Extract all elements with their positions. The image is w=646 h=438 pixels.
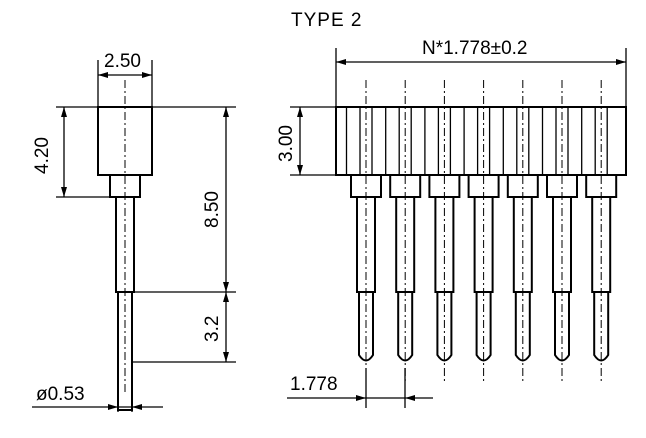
side-view: 2.50 4.20 8.50 3.2 ø0.53: [32, 51, 236, 412]
drawing-title: TYPE 2: [291, 10, 362, 31]
dim-body-height: 4.20: [32, 137, 53, 174]
pin-group: [345, 80, 618, 382]
dim-row-height: 3.00: [276, 125, 297, 162]
front-view: N*1.778±0.2 3.00 1.778: [276, 38, 627, 408]
dim-body-width: 2.50: [104, 51, 141, 72]
front-body: [335, 106, 627, 176]
dim-pitch: 1.778: [290, 374, 338, 395]
dim-overall-width: N*1.778±0.2: [422, 38, 528, 59]
dim-overall-height: 8.50: [202, 191, 223, 228]
dim-pin-diameter: ø0.53: [36, 384, 85, 405]
dim-pin-tail: 3.2: [202, 316, 223, 342]
